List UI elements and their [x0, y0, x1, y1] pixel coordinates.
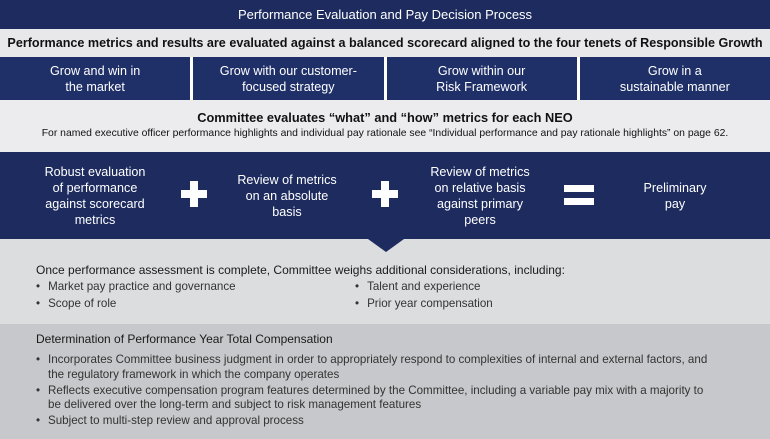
evaluation-row: Robust evaluation of performance against… [0, 152, 770, 239]
consideration-item: •Market pay practice and governance [36, 280, 236, 293]
eval-relative: Review of metrics on relative basis agai… [430, 164, 530, 227]
consideration-item: •Prior year compensation [355, 297, 493, 310]
eval-absolute: Review of metrics on an absolute basis [237, 172, 337, 219]
eval-preliminary-pay: Preliminary pay [643, 180, 707, 211]
plus-icon [181, 181, 207, 212]
committee-note: For named executive officer performance … [41, 128, 729, 139]
considerations-section: Once performance assessment is complete,… [0, 239, 770, 324]
consideration-item: •Talent and experience [355, 280, 481, 293]
determination-section: Determination of Performance Year Total … [0, 324, 770, 439]
determination-title: Determination of Performance Year Total … [36, 332, 333, 346]
tenets-row: Grow and win in the market Grow with our… [0, 57, 770, 100]
determination-list: •Incorporates Committee business judgmen… [36, 353, 716, 430]
determination-item: •Reflects executive compensation program… [36, 383, 704, 412]
scorecard-subtitle: Performance metrics and results are eval… [0, 29, 770, 57]
tenet-sustainable: Grow in a sustainable manner [579, 57, 770, 100]
plus-icon [372, 181, 398, 212]
consideration-item: •Scope of role [36, 297, 117, 310]
committee-heading: Committee evaluates “what” and “how” met… [197, 110, 573, 125]
committee-section: Committee evaluates “what” and “how” met… [0, 100, 770, 152]
tenet-grow-and-win: Grow and win in the market [0, 57, 191, 100]
down-arrow-icon [368, 239, 404, 252]
tenet-customer-focused: Grow with our customer- focused strategy [193, 57, 384, 100]
process-title: Performance Evaluation and Pay Decision … [0, 0, 770, 29]
equals-icon [564, 183, 594, 212]
considerations-intro: Once performance assessment is complete,… [36, 263, 565, 277]
determination-item: •Incorporates Committee business judgmen… [36, 353, 708, 381]
tenet-risk-framework: Grow within our Risk Framework [386, 57, 577, 100]
eval-scorecard: Robust evaluation of performance against… [44, 164, 146, 227]
determination-item: •Subject to multi-step review and approv… [36, 414, 304, 427]
